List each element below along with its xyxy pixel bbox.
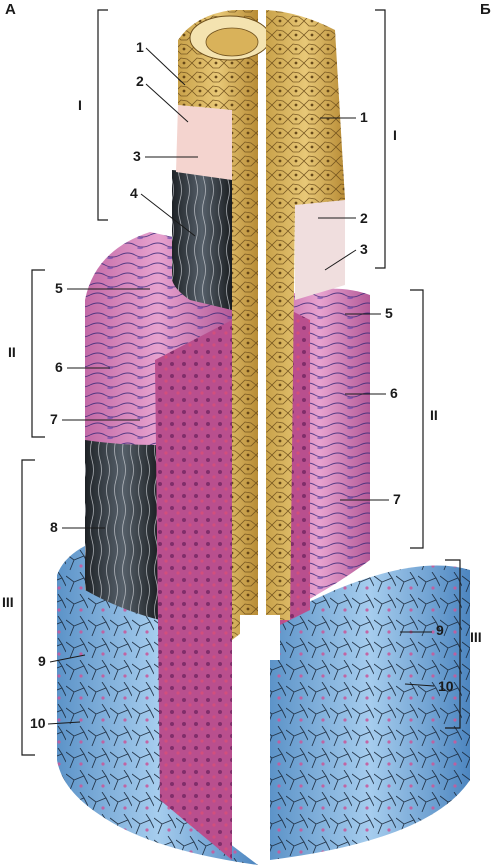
left-label-1: 1 (136, 39, 144, 55)
panel-label-right: Б (480, 1, 491, 18)
right-label-3: 3 (360, 241, 368, 257)
left-label-4: 4 (130, 185, 138, 201)
right-bracket-III (445, 559, 461, 729)
right-number-labels: 1 2 3 5 6 7 9 10 (318, 109, 454, 694)
right-layer-I: I (393, 127, 397, 143)
left-number-labels: 1 2 3 4 5 6 7 8 9 10 (30, 39, 198, 731)
left-layer-II: II (8, 344, 16, 360)
right-label-9: 9 (436, 622, 444, 638)
right-label-7: 7 (393, 491, 401, 507)
right-bracket-II (410, 289, 424, 549)
left-label-3: 3 (133, 148, 141, 164)
right-layer-III: III (470, 629, 482, 645)
left-label-8: 8 (50, 519, 58, 535)
right-label-5: 5 (385, 305, 393, 321)
left-layer-I: I (78, 97, 82, 113)
left-label-6: 6 (55, 359, 63, 375)
left-layer-III: III (2, 594, 14, 610)
right-label-6: 6 (390, 385, 398, 401)
right-bracket-I (375, 9, 386, 269)
left-label-10: 10 (30, 715, 46, 731)
left-bracket-I (97, 9, 108, 221)
left-subendothelium (176, 105, 232, 180)
lumen-opening (240, 615, 280, 660)
left-label-2: 2 (136, 73, 144, 89)
right-label-10: 10 (438, 678, 454, 694)
left-bracket-III (21, 459, 35, 756)
left-label-9: 9 (38, 653, 46, 669)
left-bracket-II (31, 269, 45, 438)
right-layer-II: II (430, 407, 438, 423)
right-label-2: 2 (360, 210, 368, 226)
left-label-5: 5 (55, 280, 63, 296)
right-label-1: 1 (360, 109, 368, 125)
panel-label-left: А (5, 1, 16, 18)
left-label-7: 7 (50, 411, 58, 427)
right-subendothelium (295, 195, 345, 300)
